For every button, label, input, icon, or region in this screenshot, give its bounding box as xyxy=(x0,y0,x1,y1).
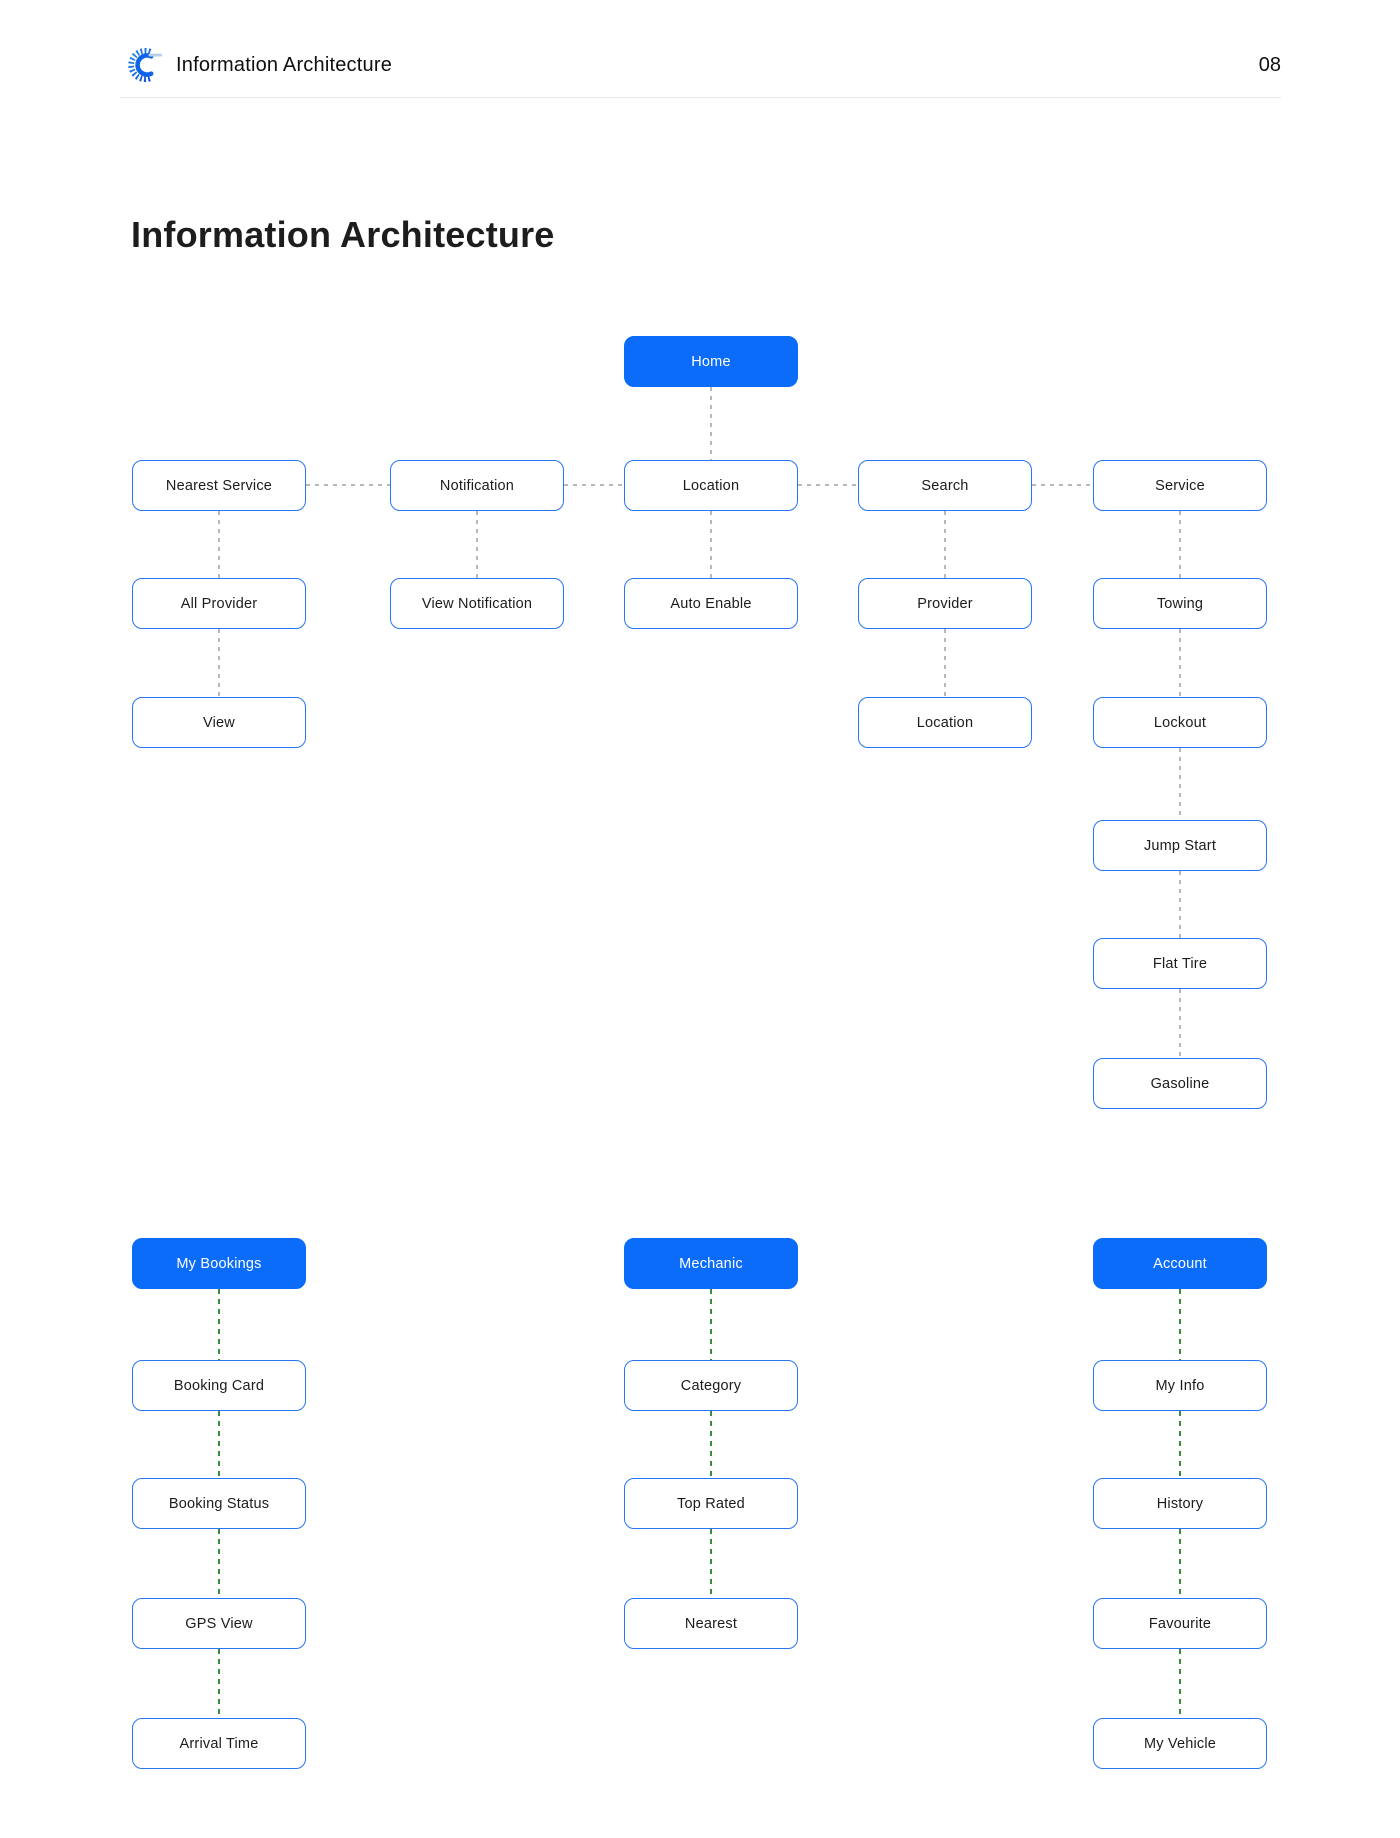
connector-bookingstatus-gpsview xyxy=(218,1529,220,1598)
connector-provider-location xyxy=(944,629,946,697)
node-booking-status: Booking Status xyxy=(132,1478,306,1529)
node-lockout: Lockout xyxy=(1093,697,1267,748)
connector-account-myinfo xyxy=(1179,1289,1181,1360)
node-category: Category xyxy=(624,1360,798,1411)
connector-myinfo-history xyxy=(1179,1411,1181,1478)
node-service: Service xyxy=(1093,460,1267,511)
connector-lockout-jumpstart xyxy=(1179,748,1181,820)
node-jump-start: Jump Start xyxy=(1093,820,1267,871)
connector-row2-seg2 xyxy=(564,484,624,486)
header-title: Information Architecture xyxy=(176,53,393,76)
node-provider: Provider xyxy=(858,578,1032,629)
connector-category-toprated xyxy=(710,1411,712,1478)
connector-location-autoenable xyxy=(710,511,712,578)
node-view: View xyxy=(132,697,306,748)
connector-jumpstart-flattire xyxy=(1179,871,1181,938)
node-nearest: Nearest xyxy=(624,1598,798,1649)
node-home: Home xyxy=(624,336,798,387)
node-notification: Notification xyxy=(390,460,564,511)
connector-favourite-myvehicle xyxy=(1179,1649,1181,1718)
node-my-vehicle: My Vehicle xyxy=(1093,1718,1267,1769)
node-arrival-time: Arrival Time xyxy=(132,1718,306,1769)
connector-gpsview-arrivaltime xyxy=(218,1649,220,1718)
node-towing: Towing xyxy=(1093,578,1267,629)
node-location: Location xyxy=(624,460,798,511)
node-gps-view: GPS View xyxy=(132,1598,306,1649)
node-booking-card: Booking Card xyxy=(132,1360,306,1411)
node-mechanic: Mechanic xyxy=(624,1238,798,1289)
connector-nearestservice-allprovider xyxy=(218,511,220,578)
tire-logo-icon xyxy=(128,47,163,83)
connector-notification-viewnotification xyxy=(476,511,478,578)
connector-row2-seg1 xyxy=(306,484,390,486)
node-auto-enable: Auto Enable xyxy=(624,578,798,629)
node-search-location: Location xyxy=(858,697,1032,748)
connector-mybookings-bookingcard xyxy=(218,1289,220,1360)
header-divider xyxy=(120,97,1281,98)
node-view-notification: View Notification xyxy=(390,578,564,629)
connector-bookingcard-bookingstatus xyxy=(218,1411,220,1478)
connector-search-provider xyxy=(944,511,946,578)
connector-service-towing xyxy=(1179,511,1181,578)
connector-history-favourite xyxy=(1179,1529,1181,1598)
connector-allprovider-view xyxy=(218,629,220,697)
node-flat-tire: Flat Tire xyxy=(1093,938,1267,989)
node-favourite: Favourite xyxy=(1093,1598,1267,1649)
connector-home-location xyxy=(710,387,712,460)
node-search: Search xyxy=(858,460,1032,511)
connector-row2-seg4 xyxy=(1032,484,1093,486)
connector-flattire-gasoline xyxy=(1179,989,1181,1058)
connector-mechanic-category xyxy=(710,1289,712,1360)
node-top-rated: Top Rated xyxy=(624,1478,798,1529)
page-title: Information Architecture xyxy=(131,214,555,255)
page-header: Information Architecture 08 xyxy=(0,0,1400,98)
node-gasoline: Gasoline xyxy=(1093,1058,1267,1109)
connector-towing-lockout xyxy=(1179,629,1181,697)
node-my-info: My Info xyxy=(1093,1360,1267,1411)
node-account: Account xyxy=(1093,1238,1267,1289)
connector-row2-seg3 xyxy=(798,484,858,486)
node-nearest-service: Nearest Service xyxy=(132,460,306,511)
node-history: History xyxy=(1093,1478,1267,1529)
connector-toprated-nearest xyxy=(710,1529,712,1598)
node-all-provider: All Provider xyxy=(132,578,306,629)
node-my-bookings: My Bookings xyxy=(132,1238,306,1289)
page-number: 08 xyxy=(1258,53,1281,76)
